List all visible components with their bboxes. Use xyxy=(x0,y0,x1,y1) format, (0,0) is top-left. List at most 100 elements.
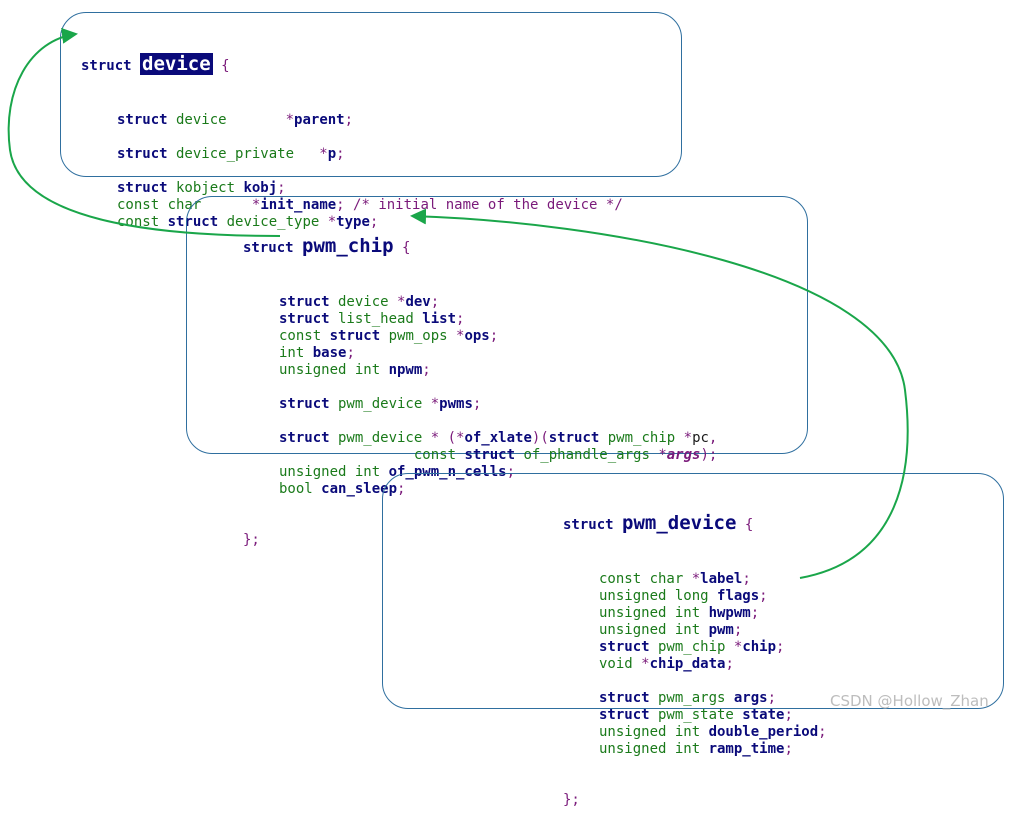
pwm-device-field-line: unsigned int hwpwm; xyxy=(599,605,827,622)
pwm-chip-field-line: const struct of_phandle_args *args); xyxy=(279,447,717,464)
code-token: p xyxy=(327,146,337,162)
code-token: struct xyxy=(117,180,168,196)
code-token: * xyxy=(691,571,701,587)
code-token: ; xyxy=(430,294,440,310)
pwm-device-field-line: struct pwm_chip *chip; xyxy=(599,639,827,656)
code-token: of_phandle_args xyxy=(515,447,659,463)
struct-pwm-chip-close: }; xyxy=(243,532,260,548)
code-token: ; xyxy=(733,622,743,638)
code-token: chip_data xyxy=(649,656,726,672)
code-token: parent xyxy=(294,112,345,128)
code-token: unsigned int xyxy=(279,464,389,480)
code-token: ; xyxy=(277,180,286,196)
code-token: ; xyxy=(750,605,760,621)
code-token: struct xyxy=(599,690,650,706)
code-token: ; xyxy=(456,311,465,327)
code-token: ; xyxy=(472,396,482,412)
code-token: pwm_chip xyxy=(649,639,734,655)
code-token: pwm xyxy=(708,622,734,638)
struct-device-name: device xyxy=(140,53,213,75)
struct-pwm-device-fields: const char *label;unsigned long flags;un… xyxy=(563,571,827,758)
code-token: pwm_device xyxy=(329,430,431,446)
code-token: * xyxy=(430,396,440,412)
code-token: label xyxy=(700,571,743,587)
code-token: device xyxy=(329,294,398,310)
code-token: * xyxy=(397,294,406,310)
code-token: args xyxy=(733,690,768,706)
code-token: ; xyxy=(725,656,734,672)
code-token: const char xyxy=(599,571,692,587)
struct-pwm-chip-fields: struct device *dev;struct list_head list… xyxy=(243,294,717,498)
code-token: ; xyxy=(344,112,354,128)
struct-pwm-chip-header: struct pwm_chip { xyxy=(243,235,411,257)
code-token: ; xyxy=(759,588,768,604)
code-token: struct xyxy=(117,112,168,128)
code-token: flags xyxy=(717,588,760,604)
pwm-chip-field-line: struct pwm_device *pwms; xyxy=(279,396,717,413)
code-token: unsigned int xyxy=(599,741,709,757)
code-token: pwm_device xyxy=(329,396,431,412)
code-token: unsigned int xyxy=(599,605,709,621)
code-token: ops xyxy=(464,328,490,344)
code-token: unsigned int xyxy=(599,622,709,638)
code-token: dev xyxy=(405,294,431,310)
code-token: * xyxy=(641,656,650,672)
code-token: pwms xyxy=(439,396,473,412)
pwm-device-field-line: void *chip_data; xyxy=(599,656,827,673)
pwm-chip-field-line: unsigned int npwm; xyxy=(279,362,717,379)
struct-pwm-device-close: }; xyxy=(563,792,580,808)
code-token: device_private xyxy=(167,146,295,162)
code-token: struct xyxy=(599,707,650,723)
pwm-chip-field-line: struct list_head list; xyxy=(279,311,717,328)
code-token: double_period xyxy=(708,724,819,740)
pwm-chip-field-line: bool can_sleep; xyxy=(279,481,717,498)
pwm-device-field-line: unsigned int double_period; xyxy=(599,724,827,741)
code-token: struct xyxy=(279,311,330,327)
code-token: unsigned long xyxy=(599,588,718,604)
code-token: struct xyxy=(279,396,330,412)
device-field-line xyxy=(117,163,623,180)
code-token: hwpwm xyxy=(708,605,751,621)
code-token: * xyxy=(294,146,328,162)
code-token: struct xyxy=(599,639,650,655)
code-token: * xyxy=(327,214,337,230)
code-token: * xyxy=(683,430,693,446)
pwm-chip-field-line: const struct pwm_ops *ops; xyxy=(279,328,717,345)
code-token: )( xyxy=(531,430,549,446)
code-token: struct xyxy=(464,447,516,463)
pwm-chip-field-line xyxy=(279,379,717,396)
pwm-chip-field-line: struct pwm_device * (*of_xlate)(struct p… xyxy=(279,430,717,447)
device-field-line: struct kobject kobj; xyxy=(117,180,623,197)
code-token: struct xyxy=(279,430,330,446)
code-token: ); xyxy=(700,447,718,463)
code-token: pwm_args xyxy=(649,690,734,706)
struct-pwm-device-name: pwm_device xyxy=(622,512,737,534)
code-token: pc xyxy=(692,430,709,446)
pwm-device-field-line: struct pwm_args args; xyxy=(599,690,827,707)
code-token: struct xyxy=(117,146,168,162)
code-token: ramp_time xyxy=(708,741,785,757)
code-token: unsigned int xyxy=(599,724,709,740)
code-token: * xyxy=(733,639,743,655)
struct-pwm-device-code: struct pwm_device { const char *label;un… xyxy=(563,481,827,826)
pwm-device-field-line: const char *label; xyxy=(599,571,827,588)
pwm-device-field-line: unsigned int pwm; xyxy=(599,622,827,639)
code-token: can_sleep xyxy=(321,481,398,497)
pwm-device-field-line: struct pwm_state state; xyxy=(599,707,827,724)
pwm-device-field-line xyxy=(599,673,827,690)
struct-pwm-device-header: struct pwm_device { xyxy=(563,512,754,534)
code-token: list_head xyxy=(329,311,423,327)
device-field-line xyxy=(117,129,623,146)
pwm-device-field-line: unsigned int ramp_time; xyxy=(599,741,827,758)
code-token: ; xyxy=(742,571,751,587)
code-token: bool xyxy=(279,481,322,497)
code-token: struct xyxy=(329,328,381,344)
code-token xyxy=(279,447,414,463)
code-token: unsigned int xyxy=(279,362,389,378)
pwm-chip-field-line: struct device *dev; xyxy=(279,294,717,311)
pwm-chip-field-line: int base; xyxy=(279,345,717,362)
watermark: CSDN @Hollow_Zhan xyxy=(830,692,989,710)
code-token: ; xyxy=(489,328,499,344)
code-token: kobject xyxy=(167,180,244,196)
code-token: list xyxy=(422,311,457,327)
